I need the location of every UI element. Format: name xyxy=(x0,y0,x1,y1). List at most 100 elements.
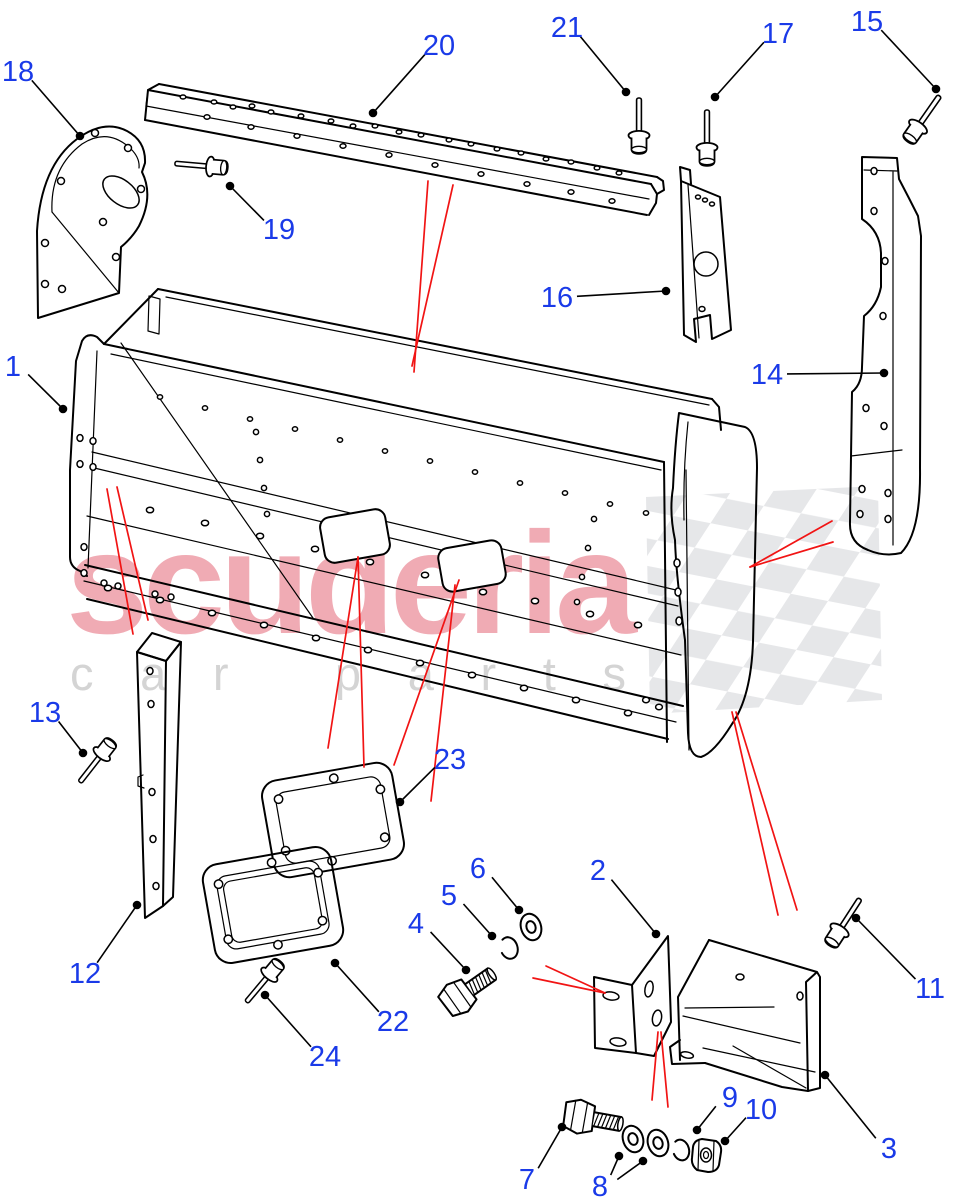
callout-14-leader xyxy=(786,372,885,375)
callout-10-leader xyxy=(724,1117,747,1142)
callout-13-dot xyxy=(78,748,88,758)
red-pointer-line-16 xyxy=(660,1031,669,1108)
part-7-hex-bolt-drawing xyxy=(562,1098,624,1135)
part-9-spring-washer-drawing xyxy=(671,1138,691,1162)
callout-20-leader xyxy=(372,53,426,114)
callout-12-leader xyxy=(96,904,138,964)
part-23-gasket-drawing xyxy=(261,761,405,879)
callout-label-19: 19 xyxy=(263,214,295,246)
callout-label-18: 18 xyxy=(2,56,34,88)
red-pointer-line-3 xyxy=(106,488,134,635)
part-4-hex-bolt-drawing xyxy=(437,967,498,1018)
part-21-rivet-drawing xyxy=(627,97,651,155)
callout-16-leader xyxy=(576,290,667,298)
callout-15-leader xyxy=(880,29,937,90)
callout-label-16: 16 xyxy=(541,282,573,314)
part-8-flat-washer-a-drawing xyxy=(621,1124,645,1154)
callout-24-dot xyxy=(260,990,270,1000)
callout-20-dot xyxy=(368,108,378,118)
callout-22-leader xyxy=(334,962,380,1013)
callout-1-leader xyxy=(27,373,64,410)
callout-7-leader xyxy=(537,1126,563,1169)
callout-21-dot xyxy=(621,87,631,97)
callout-label-22: 22 xyxy=(377,1006,409,1038)
red-pointer-line-4 xyxy=(116,486,149,621)
callout-23-dot xyxy=(395,797,405,807)
callout-label-23: 23 xyxy=(434,744,466,776)
red-pointer-line-12 xyxy=(735,711,798,911)
callout-11-dot xyxy=(851,913,861,923)
callout-4-dot xyxy=(461,965,471,975)
callout-17-dot xyxy=(710,92,720,102)
callout-label-15: 15 xyxy=(851,6,883,38)
part-14-support-strip-drawing xyxy=(848,156,922,556)
callout-5-leader xyxy=(462,903,493,937)
red-pointer-lines xyxy=(106,180,834,1108)
callout-10-dot xyxy=(720,1136,730,1146)
callout-11-leader xyxy=(855,917,917,980)
part-15-rivet-drawing xyxy=(898,89,950,149)
callout-17-leader xyxy=(714,41,765,98)
callout-6-dot xyxy=(514,905,524,915)
red-pointer-line-9 xyxy=(749,520,833,568)
callout-9-dot xyxy=(692,1125,702,1135)
callout-9-leader xyxy=(696,1105,717,1131)
callout-8-dot xyxy=(638,1156,648,1166)
callout-3-leader xyxy=(824,1074,877,1139)
callout-1-dot xyxy=(58,404,68,414)
callout-label-14: 14 xyxy=(751,359,783,391)
callout-label-7: 7 xyxy=(519,1164,535,1196)
red-pointer-line-13 xyxy=(532,977,606,994)
callout-7-dot xyxy=(557,1122,567,1132)
callout-label-17: 17 xyxy=(762,18,794,50)
callout-2-dot xyxy=(651,929,661,939)
callout-21-leader xyxy=(579,36,627,93)
part-24-rivet-drawing xyxy=(237,954,289,1010)
part-8-flat-washer-b-drawing xyxy=(646,1128,670,1158)
callout-label-11: 11 xyxy=(915,973,945,1005)
part-11-rivet-drawing xyxy=(819,892,870,953)
callout-16-dot xyxy=(661,286,671,296)
callout-label-21: 21 xyxy=(551,12,583,44)
panel-cutout-1 xyxy=(319,508,391,564)
callout-24-leader xyxy=(264,994,312,1048)
part-13-rivet-drawing xyxy=(71,733,122,790)
red-pointer-line-8 xyxy=(430,584,456,802)
callout-18-leader xyxy=(31,79,81,137)
callout-12-dot xyxy=(132,900,142,910)
part-10-hex-nut-drawing xyxy=(690,1138,723,1173)
part-2-angle-bracket-drawing xyxy=(593,935,672,1057)
callout-label-8: 8 xyxy=(592,1171,608,1200)
part-22-gasket-drawing xyxy=(201,846,345,964)
part-18-gusset-drawing xyxy=(36,125,149,319)
callout-label-9: 9 xyxy=(722,1082,738,1114)
part-5-spring-washer-drawing xyxy=(499,936,519,960)
callout-4-leader xyxy=(429,931,467,971)
callout-label-4: 4 xyxy=(408,908,424,940)
callout-8-leader xyxy=(616,1160,644,1181)
callout-5-dot xyxy=(487,931,497,941)
part-3-mounting-bracket-drawing xyxy=(669,939,821,1092)
red-pointer-line-10 xyxy=(749,541,834,568)
callout-label-24: 24 xyxy=(309,1041,341,1073)
callout-2-leader xyxy=(610,879,657,935)
callout-label-6: 6 xyxy=(470,853,486,885)
red-pointer-line-11 xyxy=(731,711,779,916)
line-art xyxy=(36,83,950,1173)
callout-label-5: 5 xyxy=(441,880,457,912)
panel-cutout-2 xyxy=(437,539,507,593)
watermark: scuderia car parts xyxy=(66,486,882,714)
callout-label-2: 2 xyxy=(590,855,606,887)
red-pointer-line-2 xyxy=(411,184,454,367)
part-6-flat-washer-drawing xyxy=(519,912,543,942)
callout-label-12: 12 xyxy=(69,958,101,990)
part-19-rivet-drawing xyxy=(173,152,230,179)
callout-22-dot xyxy=(330,958,340,968)
red-pointer-line-15 xyxy=(651,1031,659,1101)
callout-8-dot xyxy=(614,1151,624,1161)
callout-label-10: 10 xyxy=(745,1094,777,1126)
red-pointer-line-6 xyxy=(327,556,359,749)
callout-label-13: 13 xyxy=(29,697,61,729)
